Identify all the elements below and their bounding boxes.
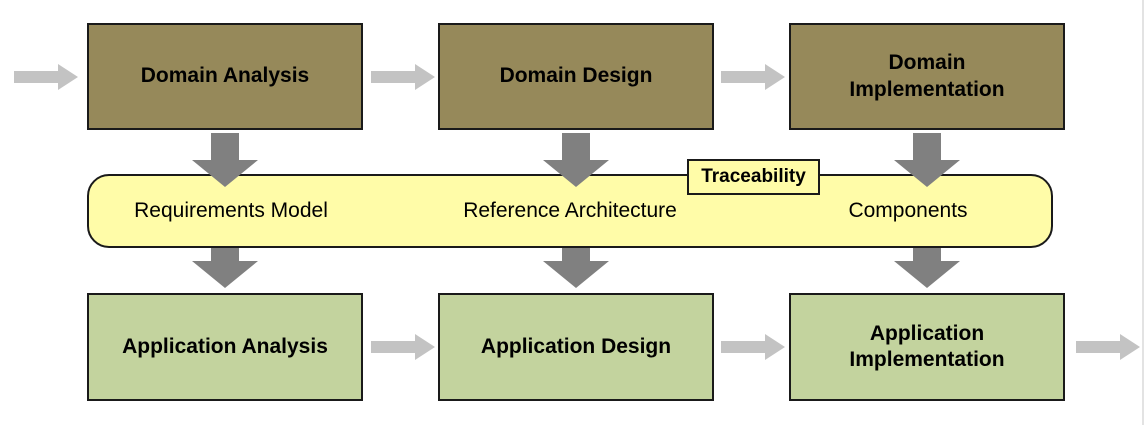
application-implementation-box: Application Implementation: [789, 293, 1065, 401]
requirements-to-application-analysis-arrow-icon: [192, 248, 258, 293]
flow-in-arrow-icon: [14, 64, 78, 95]
domain-analysis-to-design-arrow-icon: [371, 64, 435, 95]
components-label: Components: [848, 199, 968, 222]
domain-implementation-down-arrow-icon: [894, 133, 960, 192]
flow-out-arrow-icon: [1076, 334, 1140, 365]
domain-design-label: Domain Design: [499, 64, 653, 88]
traceability-label: Traceability: [701, 166, 806, 187]
application-analysis-label: Application Analysis: [122, 334, 328, 358]
domain-analysis-box: Domain Analysis: [87, 23, 363, 130]
traceability-tag: Traceability: [687, 159, 820, 195]
domain-implementation-label: Domain Implementation: [849, 51, 1005, 101]
domain-implementation-box: Domain Implementation: [789, 23, 1065, 130]
application-design-box: Application Design: [438, 293, 714, 401]
architecture-to-application-design-arrow-icon: [543, 248, 609, 293]
application-design-to-implementation-arrow-icon: [721, 334, 785, 365]
domain-design-box: Domain Design: [438, 23, 714, 130]
application-analysis-to-design-arrow-icon: [371, 334, 435, 365]
requirements-model-label: Requirements Model: [134, 199, 328, 222]
components-to-application-implementation-arrow-icon: [894, 248, 960, 293]
application-analysis-box: Application Analysis: [87, 293, 363, 401]
reference-architecture-label: Reference Architecture: [463, 199, 677, 222]
application-implementation-label: Application Implementation: [849, 321, 1005, 371]
domain-design-down-arrow-icon: [543, 133, 609, 192]
page-edge-line: [1142, 0, 1144, 425]
domain-analysis-down-arrow-icon: [192, 133, 258, 192]
domain-analysis-label: Domain Analysis: [140, 64, 310, 88]
domain-design-to-implementation-arrow-icon: [721, 64, 785, 95]
application-design-label: Application Design: [480, 334, 672, 358]
